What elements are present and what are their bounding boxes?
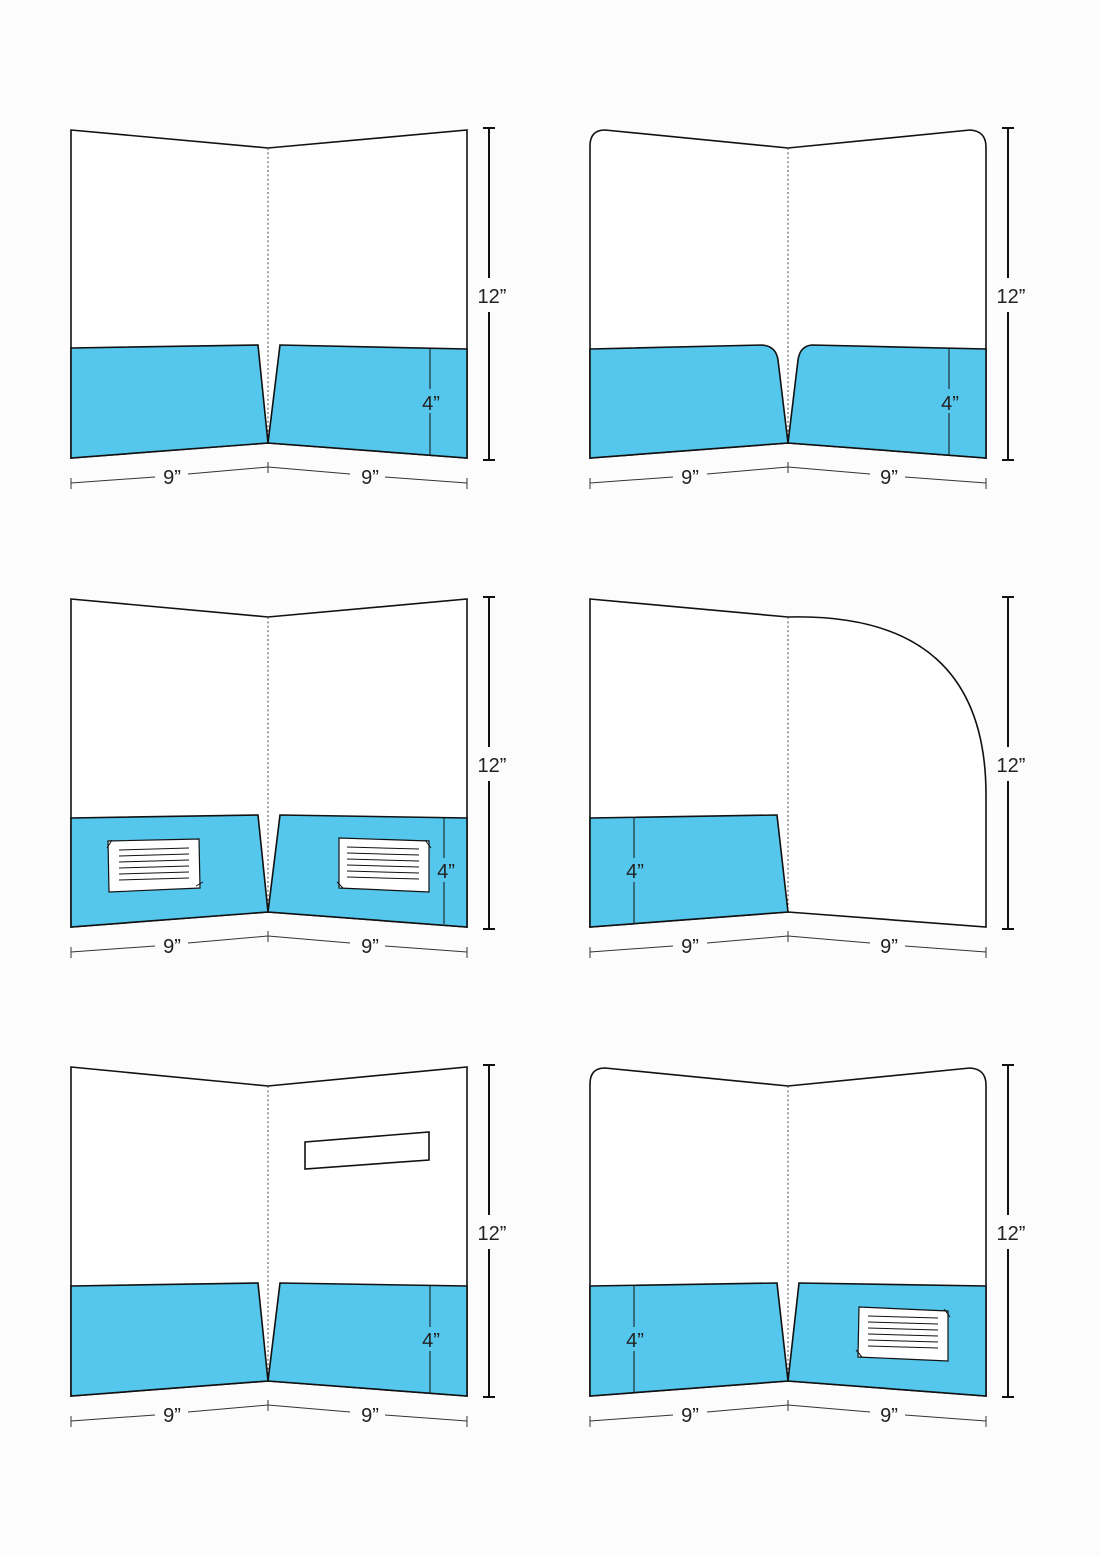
left-width-line-a xyxy=(589,1414,674,1422)
right-width-line-b xyxy=(904,476,987,484)
left-width-line-b xyxy=(706,466,789,475)
height-label: 12” xyxy=(478,755,507,777)
left-pocket xyxy=(70,1282,269,1397)
right-width-line-a xyxy=(787,466,871,475)
pocket-height-label: 4” xyxy=(437,861,455,883)
right-width-line-a xyxy=(787,935,871,944)
folder-single-pocket-curved-flap: 4” 12” 9” 9” xyxy=(589,596,1026,958)
pocket-label-bg xyxy=(935,389,965,413)
right-pocket xyxy=(267,1282,468,1397)
height-label: 12” xyxy=(478,286,507,308)
left-width-line-a xyxy=(589,476,674,484)
business-card-right xyxy=(336,837,432,893)
left-width-line-b xyxy=(706,935,789,944)
right-width-line-b xyxy=(384,945,468,953)
left-width-label: 9” xyxy=(163,936,181,958)
pocket-label-bg xyxy=(620,858,650,882)
right-width-label: 9” xyxy=(361,1405,379,1427)
height-label: 12” xyxy=(997,286,1026,308)
right-width-label: 9” xyxy=(361,467,379,489)
right-width-line-a xyxy=(267,1404,351,1413)
right-width-label: 9” xyxy=(361,936,379,958)
right-width-line-a xyxy=(787,1404,871,1413)
right-width-label: 9” xyxy=(880,1405,898,1427)
right-width-label: 9” xyxy=(880,936,898,958)
right-width-line-b xyxy=(384,476,468,484)
pocket-height-label: 4” xyxy=(626,861,644,883)
pocket-height-label: 4” xyxy=(941,393,959,415)
right-width-label: 9” xyxy=(880,467,898,489)
pocket-height-label: 4” xyxy=(422,393,440,415)
left-width-line-b xyxy=(187,935,269,944)
folder-two-pocket-slit: 4” 12” 9” 9” xyxy=(70,1064,507,1427)
left-width-line-a xyxy=(70,476,156,484)
business-card-right xyxy=(855,1306,951,1362)
right-width-line-b xyxy=(384,1414,468,1422)
left-width-line-a xyxy=(70,945,156,953)
right-width-line-a xyxy=(267,935,351,944)
left-width-label: 9” xyxy=(681,467,699,489)
height-label: 12” xyxy=(478,1223,507,1245)
right-pocket xyxy=(267,344,468,459)
left-width-line-b xyxy=(706,1404,789,1413)
height-label: 12” xyxy=(997,755,1026,777)
folder-two-pocket-business-card: 4” 12” 9” 9” xyxy=(70,596,507,958)
folder-rounded-two-pocket: 4” 12” 9” 9” xyxy=(589,127,1026,489)
left-pocket xyxy=(589,1282,789,1397)
left-width-line-b xyxy=(187,466,269,475)
left-width-label: 9” xyxy=(681,936,699,958)
document-slit xyxy=(304,1131,430,1170)
right-width-line-b xyxy=(904,1414,987,1422)
left-pocket xyxy=(589,344,789,459)
pocket-label-bg xyxy=(416,389,446,413)
left-pocket xyxy=(589,814,789,928)
folder-rounded-two-pocket-card: 4” 12” 9” 9” xyxy=(589,1064,1026,1427)
pocket-height-label: 4” xyxy=(626,1330,644,1352)
pocket-height-label: 4” xyxy=(422,1330,440,1352)
left-width-line-a xyxy=(70,1414,156,1422)
pocket-label-bg xyxy=(431,858,461,882)
folder-standard-two-pocket: 4” 12” 9” 9” xyxy=(70,127,507,489)
left-width-line-b xyxy=(187,1404,269,1413)
left-width-line-a xyxy=(589,945,674,953)
right-width-line-a xyxy=(267,466,351,475)
left-width-label: 9” xyxy=(681,1405,699,1427)
right-width-line-b xyxy=(904,945,987,953)
pocket-label-bg xyxy=(416,1327,446,1351)
height-label: 12” xyxy=(997,1223,1026,1245)
left-width-label: 9” xyxy=(163,1405,181,1427)
left-pocket xyxy=(70,344,269,459)
business-card-left xyxy=(106,838,204,893)
pocket-label-bg xyxy=(620,1327,650,1351)
right-pocket xyxy=(787,344,987,459)
left-width-label: 9” xyxy=(163,467,181,489)
